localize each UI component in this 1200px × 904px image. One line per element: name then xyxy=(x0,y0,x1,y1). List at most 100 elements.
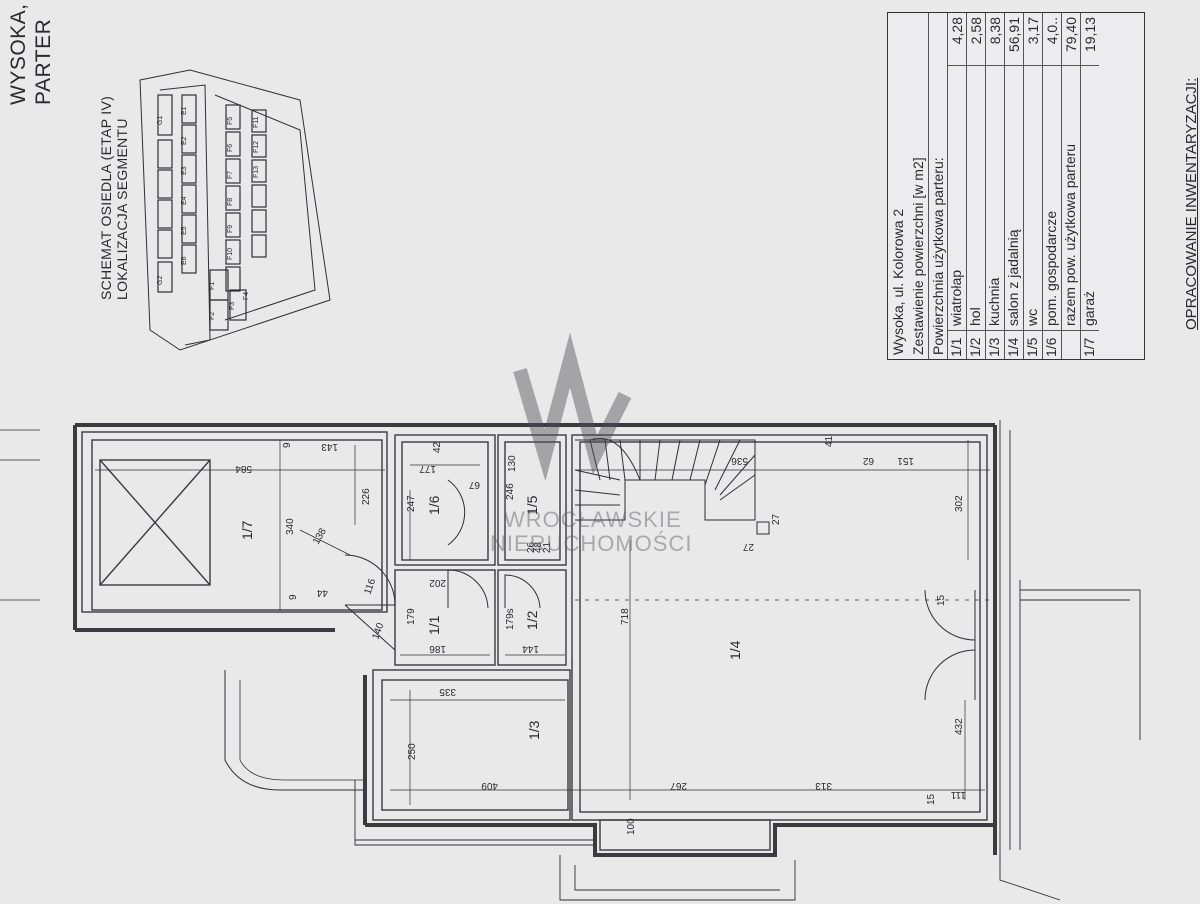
dimension-label: 246 xyxy=(505,483,516,500)
room-label: 1/2 xyxy=(524,610,540,630)
room-number: 1/1 xyxy=(948,330,966,359)
dimension-label: 42 xyxy=(432,441,443,453)
room-name: salon z jadalnią xyxy=(1005,65,1023,330)
room-area: 56,91 xyxy=(1005,17,1022,53)
room-label: 1/4 xyxy=(727,640,743,660)
room-number: 1/2 xyxy=(967,330,985,359)
room-number: 1/5 xyxy=(1024,330,1042,359)
dimension-label: 116 xyxy=(362,577,378,596)
dimension-label: 62 xyxy=(862,455,874,466)
dimension-label: 9 xyxy=(282,442,293,448)
dimension-label: 226 xyxy=(361,488,372,505)
site-label: F8 xyxy=(227,198,234,206)
table-section: Powierzchnia użytkowa parteru: xyxy=(928,13,947,359)
site-label: E5 xyxy=(181,226,188,235)
dimension-label: 179 xyxy=(406,608,417,625)
room-label: 1/5 xyxy=(524,495,540,515)
dimension-label: 21 xyxy=(542,541,553,553)
site-label: E3 xyxy=(181,166,188,175)
site-label: E1 xyxy=(181,106,188,115)
table-subtitle: Zestawienie powierzchni [w m2] xyxy=(910,157,926,355)
watermark-line2: NIERUCHOMOŚCI xyxy=(490,531,693,556)
room-area: 8,38 xyxy=(986,17,1003,45)
dimension-label: 111 xyxy=(950,789,966,800)
room-label: 1/3 xyxy=(526,720,542,740)
dimension-label: 9 xyxy=(288,594,299,600)
room-name: wiatrołap xyxy=(948,65,966,330)
dimension-label: 335 xyxy=(439,686,456,697)
site-label: F6 xyxy=(227,144,234,152)
section-label: Powierzchnia użytkowa parteru: xyxy=(929,157,946,355)
site-label: E6 xyxy=(181,256,188,265)
dimension-label: 177 xyxy=(419,463,436,474)
dimension-label: 48 xyxy=(533,541,544,553)
site-label: F3 xyxy=(229,302,236,310)
site-label: F9 xyxy=(227,225,234,233)
total-value: 79,40 xyxy=(1062,17,1079,53)
site-scheme xyxy=(139,69,331,351)
dimension-label: 409 xyxy=(481,780,498,791)
site-label: F12 xyxy=(253,141,260,153)
room-name: wc xyxy=(1024,65,1042,330)
dimension-label: 432 xyxy=(954,718,965,735)
table-title: Wysoka, ul. Kolorowa 2 xyxy=(890,208,906,355)
table-total-row: razem pow. użytkowa parteru 79,40 xyxy=(1061,13,1080,359)
room-number: 1/7 xyxy=(1081,330,1099,359)
room-name: pom. gospodarcze xyxy=(1043,65,1061,330)
dimension-label: 186 xyxy=(429,643,446,654)
dimension-label: 140 xyxy=(370,621,386,641)
dimension-label: 15 xyxy=(926,793,937,805)
site-label: E4 xyxy=(181,196,188,205)
dimension-label: 202 xyxy=(429,577,446,588)
site-label: F13 xyxy=(253,166,260,178)
dimension-label: 27 xyxy=(771,513,782,525)
site-label: F11 xyxy=(253,116,260,128)
dimension-label: 130 xyxy=(507,455,518,472)
watermark-line1: WROCŁAWSKIE xyxy=(504,507,682,532)
room-area: 19,13 xyxy=(1081,17,1098,53)
room-area: 3,17 xyxy=(1024,17,1041,45)
room-label: 1/1 xyxy=(426,615,442,635)
dimension-label: 44 xyxy=(316,587,328,598)
dimension-label: 179s xyxy=(505,608,516,630)
dimension-label: 313 xyxy=(815,780,832,791)
site-label: F5 xyxy=(227,117,234,125)
dimension-label: 144 xyxy=(522,643,539,654)
dimension-label: 247 xyxy=(406,495,417,512)
watermark-logo xyxy=(513,332,632,482)
dimension-label: 267 xyxy=(670,780,687,791)
room-number: 1/4 xyxy=(1005,330,1023,359)
staircase xyxy=(574,438,770,535)
dimension-label: 718 xyxy=(620,608,631,625)
site-label: G1 xyxy=(157,116,164,125)
room-name: garaż xyxy=(1081,65,1099,330)
dimension-label: 536 xyxy=(731,455,748,466)
site-label: G2 xyxy=(157,276,164,285)
site-label: F4 xyxy=(243,292,250,300)
site-label: E2 xyxy=(181,136,188,145)
dimension-label: 27 xyxy=(742,541,754,552)
room-area: 2,58 xyxy=(967,17,984,45)
dimension-label: 67 xyxy=(468,479,480,490)
site-label: F2 xyxy=(209,312,216,320)
total-label: razem pow. użytkowa parteru xyxy=(1062,65,1080,330)
room-name: kuchnia xyxy=(986,65,1004,330)
dimension-label: 26 xyxy=(526,541,537,553)
site-label: F7 xyxy=(227,171,234,179)
site-label: F10 xyxy=(227,248,234,260)
dimension-label: 15 xyxy=(936,594,947,606)
dimension-label: 584 xyxy=(235,463,252,474)
room-name: hol xyxy=(967,65,985,330)
room-label: 1/6 xyxy=(426,495,442,515)
site-label: F1 xyxy=(209,282,216,290)
dimension-label: 41 xyxy=(824,435,835,447)
empty-cell xyxy=(1062,330,1080,359)
dimension-label: 100 xyxy=(626,818,637,835)
dimension-label: 340 xyxy=(285,518,296,535)
